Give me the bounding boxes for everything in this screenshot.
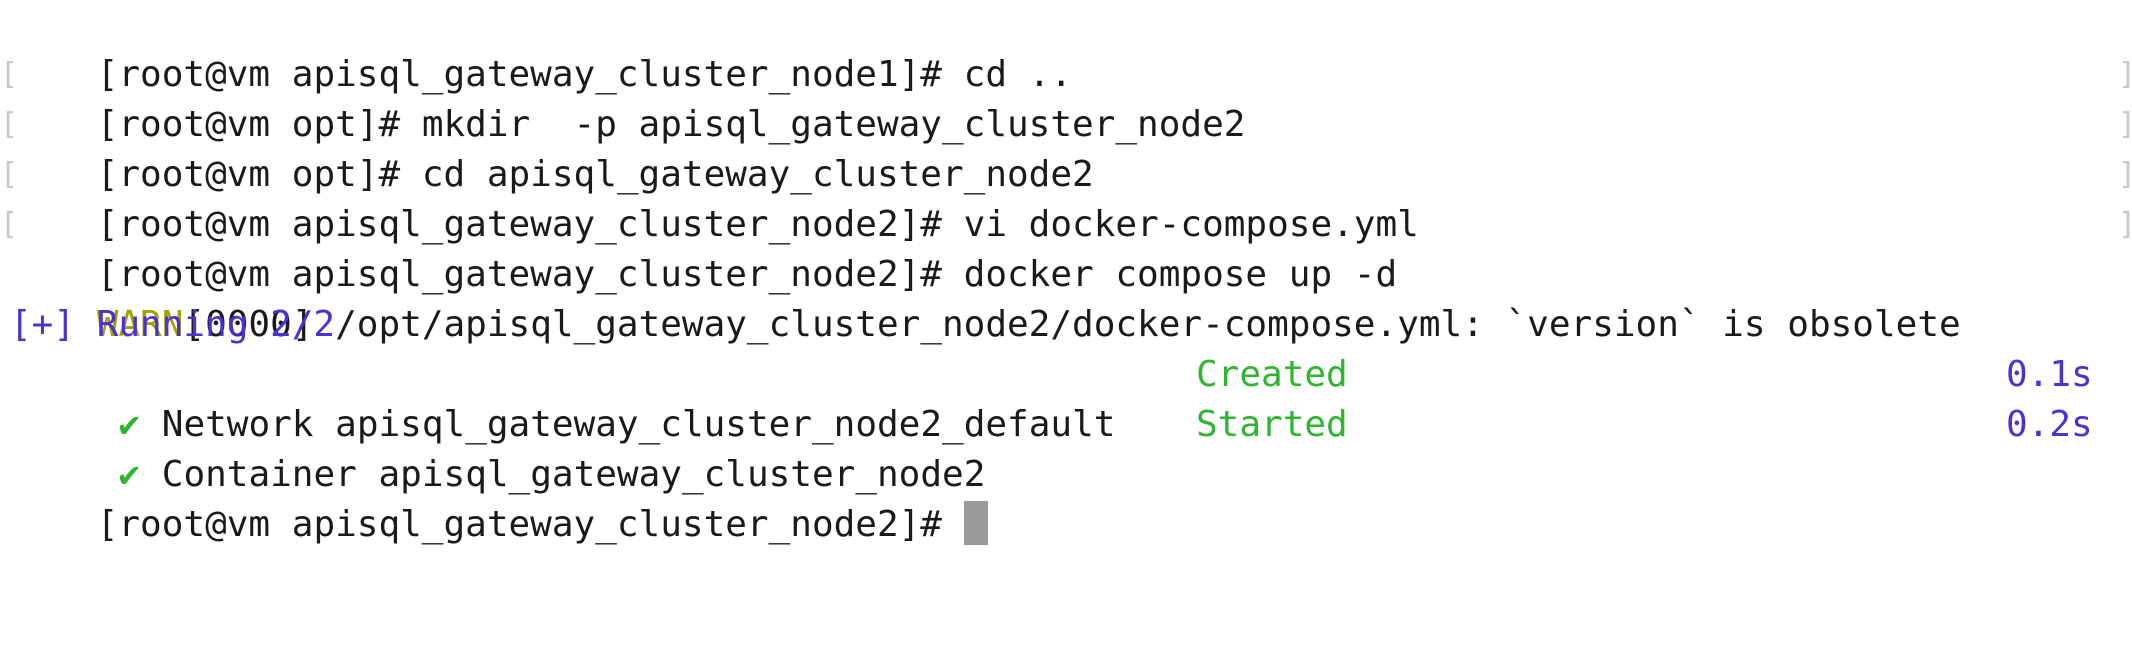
command: vi docker-compose.yml xyxy=(963,204,1419,245)
history-line: [root@vm apisql_gateway_cluster_node1]# … xyxy=(10,0,1072,95)
terminal-window[interactable]: [root@vm apisql_gateway_cluster_node1]# … xyxy=(0,0,2132,562)
prompt: [root@vm opt]# xyxy=(96,104,422,145)
checkmark-icon: ✔ xyxy=(118,404,141,445)
history-line: [root@vm opt]# cd apisql_gateway_cluster… xyxy=(10,100,1094,195)
task-row: ✔ Container apisql_gateway_cluster_node2… xyxy=(10,400,2120,495)
text-cursor xyxy=(963,501,988,545)
command: mkdir -p apisql_gateway_cluster_node2 xyxy=(421,104,1246,145)
prompt: [root@vm apisql_gateway_cluster_node2]# xyxy=(96,254,964,295)
history-line: [root@vm apisql_gateway_cluster_node2]# … xyxy=(10,150,1419,245)
line-edge-marker-right: ] xyxy=(2118,150,2132,200)
command: cd apisql_gateway_cluster_node2 xyxy=(421,154,1094,195)
task-label: Network apisql_gateway_cluster_node2_def… xyxy=(161,404,1116,445)
prompt: [root@vm opt]# xyxy=(96,154,422,195)
warn-message: [0000] /opt/apisql_gateway_cluster_node2… xyxy=(183,304,1961,345)
task-duration: 0.1s xyxy=(2006,354,2093,395)
warn-tag: WARN xyxy=(96,304,184,345)
task-status: Created xyxy=(1196,354,1348,395)
task-duration: 0.2s xyxy=(2006,404,2093,445)
line-edge-marker-right: ] xyxy=(2118,50,2132,100)
command: docker compose up -d xyxy=(963,254,1398,295)
task-label: Container apisql_gateway_cluster_node2 xyxy=(161,454,986,495)
command: cd .. xyxy=(963,54,1073,95)
prompt: [root@vm apisql_gateway_cluster_node2]# xyxy=(96,504,964,545)
line-edge-marker-right: ] xyxy=(2118,200,2132,250)
history-line: [root@vm apisql_gateway_cluster_node2]# … xyxy=(10,200,1397,295)
line-edge-marker-left: [ xyxy=(0,107,19,142)
prompt: [root@vm apisql_gateway_cluster_node1]# xyxy=(96,54,964,95)
current-prompt-line[interactable]: [root@vm apisql_gateway_cluster_node2]# xyxy=(10,450,988,545)
history-line: [root@vm opt]# mkdir -p apisql_gateway_c… xyxy=(10,50,1246,145)
line-edge-marker-right: ] xyxy=(2118,100,2132,150)
task-status: Started xyxy=(1196,404,1348,445)
line-edge-marker-left: [ xyxy=(0,207,19,242)
running-status: [+] Running 2/2 xyxy=(10,304,336,345)
warning-line: WARN[0000] /opt/apisql_gateway_cluster_n… xyxy=(10,250,1961,345)
prompt: [root@vm apisql_gateway_cluster_node2]# xyxy=(96,204,964,245)
checkmark-icon: ✔ xyxy=(118,454,141,495)
task-row: ✔ Network apisql_gateway_cluster_node2_d… xyxy=(10,350,2120,445)
line-edge-marker-left: [ xyxy=(0,57,19,92)
line-edge-marker-left: [ xyxy=(0,157,19,192)
